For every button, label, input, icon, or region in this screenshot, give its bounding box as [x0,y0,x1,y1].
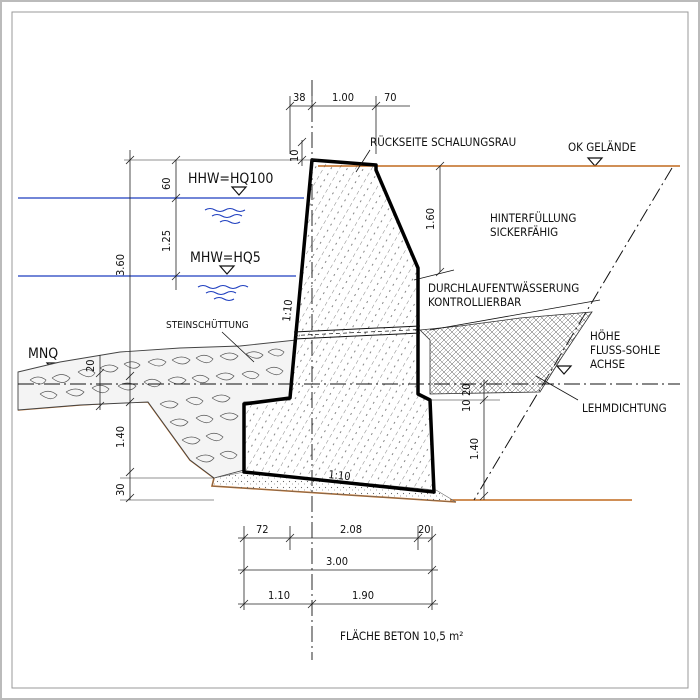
inner-frame [11,11,689,689]
wall-slope-label: 1:10 [280,299,295,322]
dim-left-60: 60 [160,177,173,190]
dim-top-100: 1.00 [332,91,354,104]
lehmdichtung-area [419,311,593,395]
dim-left-140: 1.40 [114,426,127,448]
dim-bot-20: 20 [418,523,431,536]
ok-gelaende-label: OK GELÄNDE [568,139,636,154]
dim-bot-72: 72 [256,523,269,536]
steinschuettung-area [17,339,297,479]
hinterfuellung-note-1: HINTERFÜLLUNG [490,209,576,225]
drainage-pipe [293,325,421,340]
mhw-level-triangle-icon [218,265,236,275]
mhw-wave-icon [197,284,249,302]
dim-top-10: 10 [288,149,301,162]
dim-right-160: 1.60 [424,208,437,230]
top-dimensions [285,96,410,166]
concrete-wall [242,158,436,494]
hhw-wave-icon [204,207,246,225]
dim-left-360: 3.60 [114,254,127,276]
schalung-note: RÜCKSEITE SCHALUNGSRAU [370,133,516,149]
bottom-dimensions [238,526,438,610]
sohle-note-3: ACHSE [590,357,625,371]
dim-bot-300: 3.00 [326,555,348,568]
dim-top-70: 70 [384,91,397,104]
entwaesserung-note-2: KONTROLLIERBAR [428,295,521,309]
flaeche-note: FLÄCHE BETON 10,5 m² [340,628,463,643]
ok-gelaende-triangle-icon [586,157,604,167]
dim-bot-190: 1.90 [352,589,374,602]
dim-bot-110: 1.10 [268,589,290,602]
sohle-note-2: FLUSS-SOHLE [590,343,660,357]
left-dimensions [95,150,318,503]
dim-bot-208: 2.08 [340,523,362,536]
dim-right-140: 1.40 [468,438,481,460]
dim-left-20: 20 [84,359,97,372]
entwaesserung-note-1: DURCHLAUFENTWÄSSERUNG [428,280,579,295]
bedding-layer [211,471,457,503]
dim-left-125: 1.25 [160,230,173,252]
hinterfuellung-note-2: SICKERFÄHIG [490,224,558,239]
hhw-label: HHW=HQ100 [188,171,273,187]
dim-right-20: 20 [460,383,473,396]
leader-lines [221,149,601,401]
dim-right-10: 10 [460,399,473,412]
flusssohle-triangle-icon [555,365,573,375]
mnq-label: MNQ [28,346,58,362]
dim-top-38: 38 [293,91,306,104]
lehm-note: LEHMDICHTUNG [582,401,667,415]
base-slope-label: 1:10 [328,468,351,483]
dim-left-30: 30 [114,483,127,496]
mhw-label: MHW=HQ5 [190,250,261,266]
hhw-level-triangle-icon [230,186,248,196]
sohle-note-1: HÖHE [590,327,620,343]
right-dimensions [430,161,500,501]
steinschuettung-note: STEINSCHÜTTUNG [166,318,249,331]
